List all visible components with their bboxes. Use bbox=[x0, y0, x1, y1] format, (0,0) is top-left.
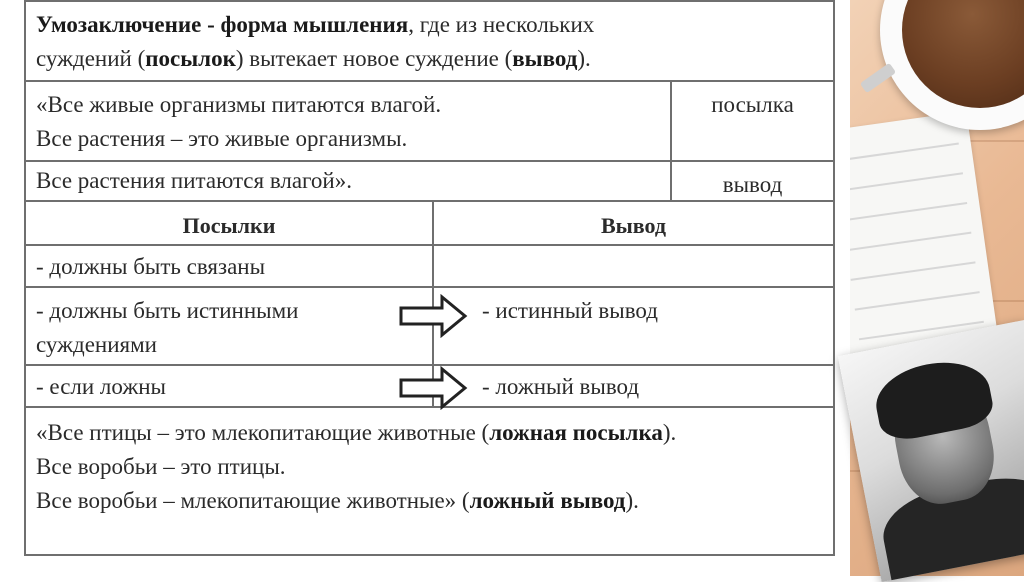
definition-fragment: , где из нескольких bbox=[408, 12, 595, 37]
example1-conclusion-row: Все растения питаются влагой». вывод bbox=[26, 162, 833, 202]
false-premise-label: ложная посылка bbox=[489, 420, 663, 445]
premise-line: Все растения – это живые организмы. bbox=[36, 126, 408, 151]
example2-row: «Все птицы – это млекопитающие животные … bbox=[26, 408, 833, 554]
syllogism-table: Умозаключение - форма мышления, где из н… bbox=[24, 0, 835, 556]
rule-row: - должны быть истинными суждениями - ист… bbox=[26, 288, 833, 366]
rule-conclusion bbox=[434, 246, 833, 286]
example2-text: «Все птицы – это млекопитающие животные … bbox=[26, 408, 833, 554]
right-arrow-icon bbox=[399, 294, 468, 338]
definition-text: Умозаключение - форма мышления, где из н… bbox=[26, 2, 833, 80]
definition-fragment: ). bbox=[577, 46, 591, 71]
definition-term: Умозаключение - форма мышления bbox=[36, 12, 409, 37]
header-row: Посылки Вывод bbox=[26, 202, 833, 246]
example2-line: Все воробьи – это птицы. bbox=[36, 454, 286, 479]
right-arrow-icon bbox=[399, 366, 468, 410]
example2-fragment: ). bbox=[625, 488, 639, 513]
conclusion-label: вывод bbox=[722, 172, 783, 197]
example2-fragment: «Все птицы – это млекопитающие животные … bbox=[36, 420, 490, 445]
rule-premise: - если ложны bbox=[36, 374, 166, 399]
example1-premises-row: «Все живые организмы питаются влагой. Вс… bbox=[26, 82, 833, 162]
conclusion-word: вывод bbox=[512, 46, 578, 71]
premises-header: Посылки bbox=[182, 213, 276, 238]
false-conclusion-label: ложный вывод bbox=[469, 488, 626, 513]
rule-row: - должны быть связаны bbox=[26, 246, 833, 288]
definition-fragment: ) вытекает новое суждение ( bbox=[235, 46, 513, 71]
definition-fragment: суждений ( bbox=[36, 46, 146, 71]
premise-line: «Все живые организмы питаются влагой. bbox=[36, 92, 442, 117]
premise-label: посылка bbox=[711, 92, 794, 117]
definition-row: Умозаключение - форма мышления, где из н… bbox=[26, 2, 833, 82]
rule-conclusion: - истинный вывод bbox=[482, 298, 658, 323]
example2-fragment: ). bbox=[662, 420, 677, 445]
rule-row: - если ложны - ложный вывод bbox=[26, 366, 833, 408]
example2-fragment: Все воробьи – млекопитающие животные» ( bbox=[36, 488, 470, 513]
example1-premises: «Все живые организмы питаются влагой. Вс… bbox=[26, 82, 670, 160]
rule-premise: - должны быть истинными суждениями bbox=[36, 298, 299, 357]
conclusion-header: Вывод bbox=[600, 213, 667, 238]
coffee-cup-image bbox=[880, 0, 1024, 130]
example1-conclusion: Все растения питаются влагой». bbox=[36, 168, 352, 193]
rule-conclusion: - ложный вывод bbox=[482, 374, 640, 399]
premises-word: посылок bbox=[145, 46, 236, 71]
rule-premise: - должны быть связаны bbox=[36, 254, 266, 279]
spoon-image bbox=[859, 62, 897, 94]
